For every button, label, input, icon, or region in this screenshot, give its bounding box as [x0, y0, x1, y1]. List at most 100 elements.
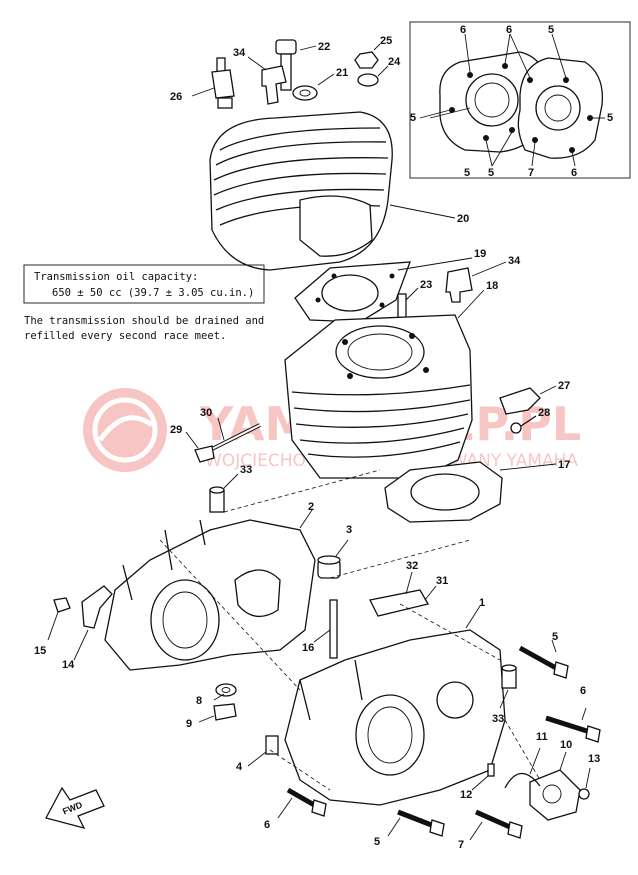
- inset-label-7: 7: [528, 167, 534, 179]
- label-15: 15: [34, 645, 46, 657]
- label-10: 10: [560, 739, 572, 751]
- part-14-lever: [73, 585, 113, 661]
- part-16-stud: [313, 599, 338, 659]
- label-22: 22: [318, 41, 330, 53]
- oil-capacity-title: Transmission oil capacity:: [34, 271, 198, 283]
- inset-bolt-dots: [449, 63, 593, 153]
- fwd-arrow-icon: [45, 786, 105, 829]
- part-32-shaft: [369, 571, 429, 617]
- label-24: 24: [388, 56, 401, 68]
- part-20-cylinder-head: [209, 111, 456, 271]
- part-30-oil-pipe: [209, 417, 261, 452]
- part-29-fitting: [185, 431, 215, 463]
- assembly-guide-lines: [159, 469, 541, 791]
- inset-label-6c: 6: [571, 167, 577, 179]
- label-3: 3: [346, 524, 352, 536]
- part-33-sleeve-left: [209, 473, 239, 513]
- label-13: 13: [588, 753, 600, 765]
- label-20: 20: [457, 213, 469, 225]
- part-2-left-crankcase: [104, 509, 316, 671]
- part-34-bracket-mid: [445, 261, 507, 303]
- drain-note-line1: The transmission should be drained and: [24, 315, 264, 327]
- inset-label-5d: 5: [488, 167, 494, 179]
- part-3-bushing: [317, 539, 349, 579]
- part-18-cylinder: [284, 289, 485, 479]
- inset-label-6b: 6: [506, 24, 512, 36]
- part-6-bolt-right: [545, 707, 601, 743]
- label-34-mid: 34: [508, 255, 521, 267]
- label-9: 9: [186, 718, 192, 730]
- inset-frame: [409, 21, 631, 179]
- label-19: 19: [474, 248, 486, 260]
- inset-label-5b: 5: [410, 112, 416, 124]
- label-25: 25: [380, 35, 392, 47]
- part-34-bracket-top: [247, 56, 287, 105]
- part-27-bracket: [499, 385, 557, 415]
- part-12-pin: [471, 763, 495, 791]
- label-18: 18: [486, 280, 498, 292]
- part-21-washer: [292, 73, 335, 101]
- part-9-drain-bolt: [198, 703, 237, 723]
- label-28: 28: [538, 407, 550, 419]
- part-13-screw: [578, 767, 591, 800]
- label-12: 12: [460, 789, 472, 801]
- label-33-left: 33: [240, 464, 252, 476]
- label-6-bottom: 6: [264, 819, 270, 831]
- part-25-nut: [354, 43, 381, 69]
- label-23: 23: [420, 279, 432, 291]
- label-34-top: 34: [233, 47, 246, 59]
- part-22-head-bolt: [275, 39, 317, 91]
- label-5-bottom: 5: [374, 836, 380, 848]
- part-4-dowel: [247, 735, 279, 767]
- forward-direction-arrow: FWD: [45, 786, 105, 829]
- inset-label-5c: 5: [607, 112, 613, 124]
- label-33-right: 33: [492, 713, 504, 725]
- part-24-washer: [357, 65, 389, 87]
- part-31-shaft-end: [424, 585, 437, 601]
- transmission-note: Transmission oil capacity: 650 ± 50 cc (…: [23, 264, 265, 342]
- oil-capacity-value: 650 ± 50 cc (39.7 ± 3.05 cu.in.): [52, 287, 254, 299]
- label-5-right: 5: [552, 631, 558, 643]
- part-33-sleeve-right: [499, 664, 517, 709]
- part-5-bolt-right: [518, 639, 569, 679]
- part-7-bolt-bottom: [469, 809, 523, 841]
- label-14: 14: [62, 659, 75, 671]
- part-19-head-gasket: [294, 257, 473, 323]
- label-21: 21: [336, 67, 348, 79]
- label-29: 29: [170, 424, 182, 436]
- label-16: 16: [302, 642, 314, 654]
- label-31: 31: [436, 575, 448, 587]
- part-26-spark-plug: [191, 57, 235, 109]
- inset-right-case-half: [517, 57, 604, 159]
- label-17: 17: [558, 459, 570, 471]
- part-23-dowel-pin: [397, 287, 419, 321]
- label-4: 4: [236, 761, 243, 773]
- inset-label-6a: 6: [460, 24, 466, 36]
- inset-label-5e: 5: [464, 167, 470, 179]
- part-10-cover: [529, 751, 581, 821]
- part-labels: 22 34 25 21 24 26 20 19 34 23 18 27 28 1…: [34, 35, 600, 851]
- part-15-bolt: [47, 597, 71, 641]
- watermark-logo-icon: [83, 388, 167, 472]
- label-26: 26: [170, 91, 182, 103]
- label-8: 8: [196, 695, 202, 707]
- inset-label-5a: 5: [548, 24, 554, 36]
- part-8-washer: [213, 683, 237, 701]
- drain-note-line2: refilled every second race meet.: [24, 330, 226, 342]
- part-6-bolt-bottom: [277, 787, 327, 819]
- part-5-bolt-bottom: [387, 809, 445, 837]
- label-7-bottom: 7: [458, 839, 464, 851]
- part-1-right-crankcase: [284, 605, 506, 806]
- label-1: 1: [479, 597, 485, 609]
- label-11: 11: [536, 731, 548, 743]
- label-6-right: 6: [580, 685, 586, 697]
- oil-capacity-box: [23, 264, 265, 304]
- label-2: 2: [308, 501, 314, 513]
- inset-crankcase-bolts: 6 6 5 5 5 5 5 7 6: [409, 21, 631, 179]
- part-11-hose-clip: [504, 747, 541, 789]
- part-17-base-gasket: [384, 461, 557, 523]
- part-28-screw: [510, 415, 537, 434]
- label-27: 27: [558, 380, 570, 392]
